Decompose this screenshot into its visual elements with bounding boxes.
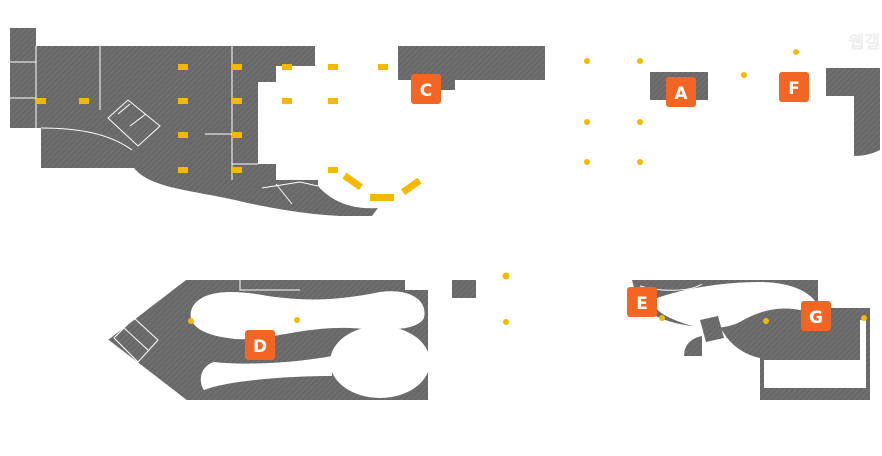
marker xyxy=(763,318,769,324)
marker xyxy=(328,167,338,173)
zone-label-g: G xyxy=(809,308,823,328)
marker xyxy=(637,58,643,64)
marker xyxy=(328,64,338,70)
zone-badge-g[interactable]: G xyxy=(801,301,831,331)
marker xyxy=(328,98,338,104)
zone-badge-f[interactable]: F xyxy=(779,72,809,102)
marker xyxy=(188,318,194,324)
marker xyxy=(584,58,590,64)
marker xyxy=(741,72,747,78)
zone-badge-c[interactable]: C xyxy=(411,74,441,104)
marker xyxy=(637,119,643,125)
marker xyxy=(502,272,510,280)
marker xyxy=(232,64,242,70)
marker xyxy=(36,98,46,104)
small-block xyxy=(452,280,476,298)
zone-label-c: C xyxy=(420,81,432,101)
zone-badge-e[interactable]: E xyxy=(627,287,657,317)
marker xyxy=(232,98,242,104)
marker xyxy=(793,49,799,55)
building-upper-left xyxy=(10,28,378,216)
marker xyxy=(232,132,242,138)
marker xyxy=(232,167,242,173)
marker xyxy=(659,315,665,321)
marker xyxy=(294,317,300,323)
zone-badge-d[interactable]: D xyxy=(245,330,275,360)
marker xyxy=(861,315,867,321)
marker xyxy=(178,98,188,104)
building-lower-right xyxy=(632,280,870,400)
marker xyxy=(370,194,394,201)
zone-label-d: D xyxy=(253,337,267,357)
marker xyxy=(282,98,292,104)
marker xyxy=(401,177,422,196)
marker xyxy=(178,132,188,138)
marker xyxy=(282,64,292,70)
marker xyxy=(178,64,188,70)
zone-label-e: E xyxy=(636,294,648,314)
watermark-text: 웹갤 xyxy=(849,33,880,53)
marker xyxy=(584,159,590,165)
marker xyxy=(378,64,388,70)
zone-badge-a[interactable]: A xyxy=(666,77,696,107)
marker xyxy=(79,98,89,104)
marker-group xyxy=(36,49,867,325)
marker xyxy=(503,319,509,325)
marker xyxy=(342,172,363,191)
marker xyxy=(584,119,590,125)
zone-label-a: A xyxy=(674,84,688,104)
marker xyxy=(637,159,643,165)
zone-label-f: F xyxy=(788,79,800,99)
marker xyxy=(178,167,188,173)
